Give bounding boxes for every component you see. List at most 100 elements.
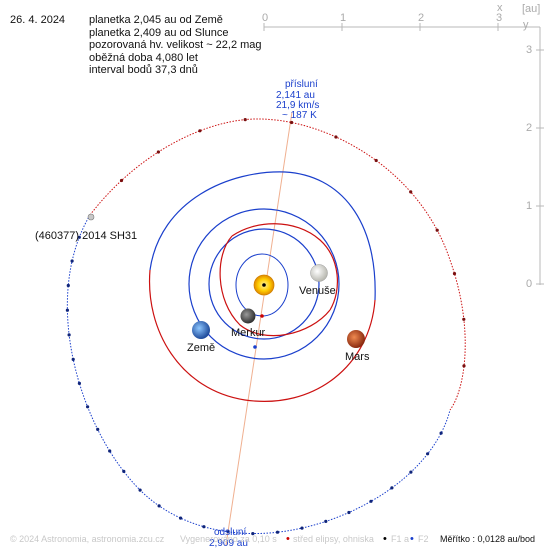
x-tick-label-3: 3	[496, 12, 502, 24]
earth-orbit	[188, 208, 340, 360]
perihelion-title: přísluní	[285, 79, 318, 90]
info-line-magnitude: pozorovaná hv. velikost ~ 22,2 mag	[89, 39, 262, 51]
date-label: 26. 4. 2024	[10, 14, 66, 26]
orbit-point	[71, 357, 75, 361]
orbit-point	[179, 516, 183, 520]
apsis-line	[225, 111, 293, 546]
x-tick-label-1: 1	[340, 12, 346, 24]
footer: © 2024 Astronomia, astronomia.zcu.cz Vyg…	[10, 533, 535, 545]
earth-label: Země	[187, 342, 215, 354]
asteroid-orbit-blue-arc	[66, 214, 451, 535]
orbit-point	[77, 235, 81, 239]
mars-orbit-south	[148, 269, 376, 402]
sun	[253, 274, 275, 296]
mercury-planet	[240, 308, 256, 324]
y-axis-label: y	[523, 19, 529, 31]
orbit-point	[202, 525, 206, 529]
orbit-point	[66, 283, 70, 288]
orbit-point	[67, 333, 71, 337]
x-tick-label-2: 2	[418, 12, 424, 24]
y-axis-ticks	[536, 49, 544, 285]
focus-f1-dot	[262, 283, 266, 287]
aphelion-distance: 2,909 au	[209, 538, 248, 549]
x-axis-ticks	[263, 23, 499, 31]
info-line-interval: interval bodů 37,3 dnů	[89, 64, 198, 76]
legend-f1-label: F1 a	[391, 534, 409, 544]
mercury-label: Merkur	[231, 327, 266, 339]
orbit-point	[409, 470, 413, 474]
legend-f2-marker: •	[410, 533, 414, 545]
orbit-point	[374, 158, 378, 163]
perihelion-distance: 2,141 au	[276, 90, 315, 101]
y-tick-label-3: 3	[526, 44, 532, 56]
info-block: planetka 2,045 au od Země planetka 2,409…	[89, 14, 262, 77]
orbit-point	[462, 364, 466, 368]
x-tick-label-0: 0	[262, 12, 268, 24]
orbit-point	[157, 504, 161, 508]
orbit-point	[426, 452, 430, 456]
info-line-sun-distance: planetka 2,409 au od Slunce	[89, 26, 229, 39]
perihelion-annotation: přísluní 2,141 au 21,9 km/s ~ 187 K	[276, 79, 319, 121]
x-axis-label: x	[497, 2, 503, 14]
asteroid-marker	[87, 213, 95, 221]
orbit-point	[198, 129, 202, 133]
legend-center-label: střed elipsy, ohniska	[293, 534, 374, 544]
y-tick-label-2: 2	[526, 122, 532, 134]
axis-unit-label: [au]	[522, 3, 540, 15]
orbit-point	[77, 381, 81, 385]
orbit-point	[462, 317, 466, 321]
orbit-point	[275, 530, 280, 534]
orbit-point	[122, 469, 126, 473]
info-line-period: oběžná doba 4,080 let	[89, 51, 198, 64]
orbit-point	[70, 259, 74, 263]
orbit-point	[334, 135, 338, 139]
legend-f2-label: F2	[418, 534, 429, 544]
asteroid-body	[87, 213, 95, 221]
perihelion-speed: 21,9 km/s	[276, 100, 319, 111]
orbit-point	[108, 449, 112, 453]
orbit-point	[65, 308, 69, 312]
copyright-text: © 2024 Astronomia, astronomia.zcu.cz	[10, 534, 165, 544]
venus-label: Venuše	[299, 285, 336, 297]
generated-text: Vygenerováno za 0,10 s	[180, 534, 277, 544]
y-tick-label-1: 1	[526, 200, 532, 212]
earth-planet	[192, 321, 210, 339]
mars-planet	[347, 330, 365, 348]
planet-orbits	[148, 171, 376, 402]
orbit-point	[226, 530, 230, 534]
venus-planet	[310, 264, 328, 282]
orbit-point	[251, 532, 255, 536]
orbit-point	[324, 519, 328, 524]
orbit-point	[290, 120, 294, 125]
mars-label: Mars	[345, 351, 370, 363]
asteroid-orbit-red-arc	[89, 118, 466, 411]
ellipse-center-dot	[260, 314, 264, 318]
asteroid-label: (460377) 2014 SH31	[35, 230, 137, 242]
y-tick-label-0: 0	[526, 278, 532, 290]
orbit-point	[96, 427, 100, 431]
axes: 0 1 2 3 x [au] y 3 2 1 0	[262, 2, 544, 290]
orbit-point	[156, 150, 160, 154]
perihelion-temperature: ~ 187 K	[282, 110, 317, 121]
orbit-point	[300, 526, 304, 530]
orbit-point	[347, 510, 351, 515]
orbit-point	[119, 178, 124, 183]
mars-orbit-upper-red	[231, 223, 339, 311]
orbit-point	[409, 190, 413, 194]
orbit-point	[138, 488, 142, 492]
mars-orbit-north	[149, 171, 376, 301]
venus-orbit	[208, 228, 320, 340]
orbit-point	[435, 228, 439, 232]
orbit-point	[86, 405, 90, 409]
orbit-interval-points	[65, 118, 466, 536]
orbit-point	[439, 431, 443, 435]
asteroid-orbit	[65, 118, 466, 536]
orbit-point	[243, 118, 247, 122]
legend-f1-marker: •	[383, 533, 387, 545]
orbit-point	[390, 486, 394, 490]
info-line-earth-distance: planetka 2,045 au od Země	[89, 14, 223, 26]
orbit-point	[369, 499, 373, 503]
scale-text: Měřítko : 0,0128 au/bod	[440, 534, 535, 544]
